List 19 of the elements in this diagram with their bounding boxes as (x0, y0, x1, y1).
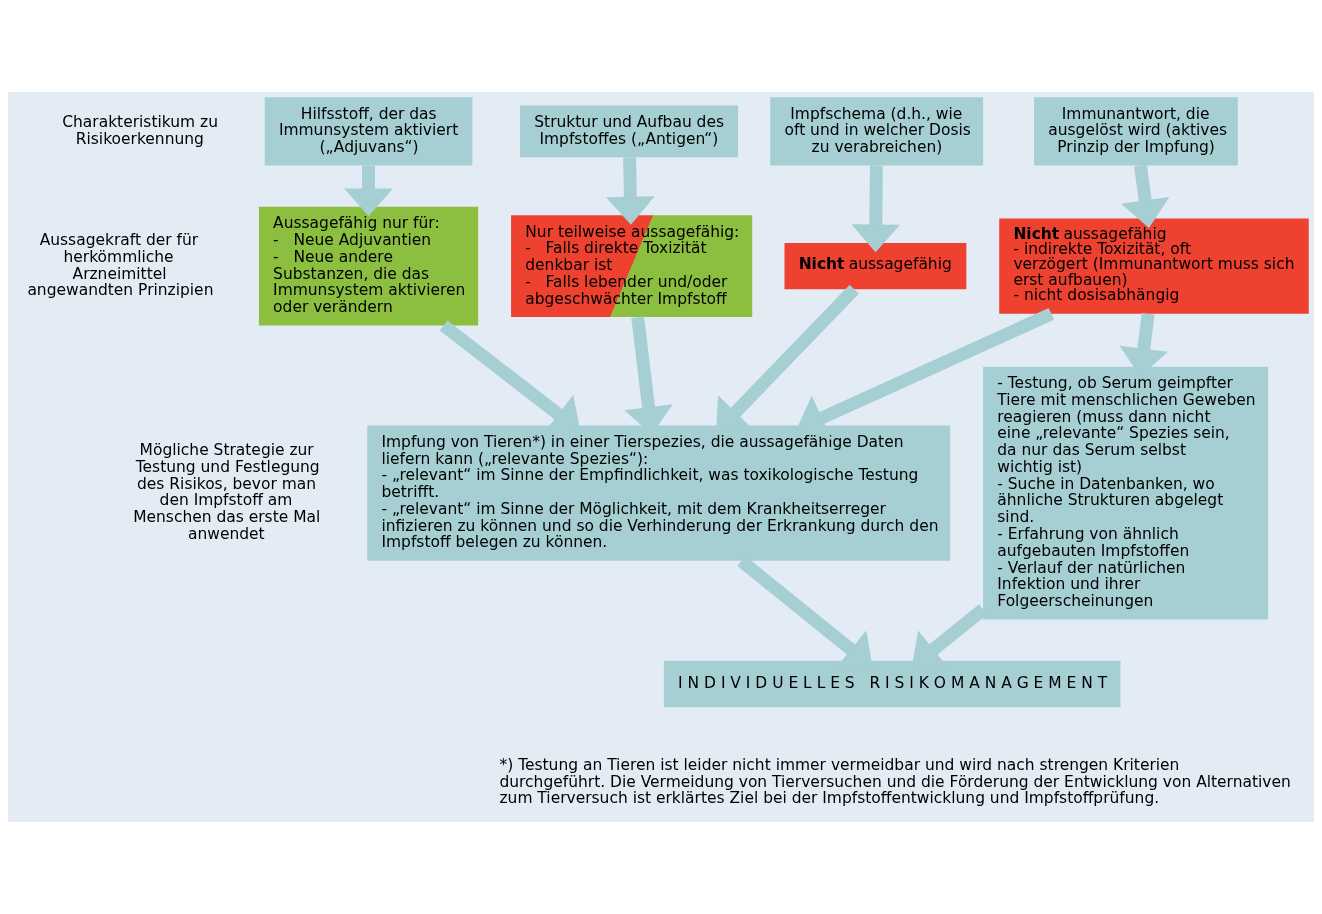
label: Charakteristikum zu Risikoerkennung (62, 112, 218, 148)
node-box: Struktur und Aufbau des Impfstoffes („Antigen“) (520, 105, 739, 158)
label: Mögliche Strategie zur Testung und Festlegung des Risikos, bevor man den Impfstoff am Menschen das erste Mal anwendet (133, 441, 321, 544)
arrow (796, 308, 1055, 441)
label: *) Testung an Tieren ist leider nicht immer vermeidbar und wird nach strengen Kriterien durchgeführt. Die Vermeidung von Tierversuchen und die Förderung der Entwicklung von Alternativen zum Tierversuch ist erklärtes Ziel bei der Impfstoffentwicklung und Impfstoffprüfung. (499, 755, 1291, 808)
node-box: Aussagefähig nur für: - Neue Adjuvantien - Neue andere Substanzen, die das Immunsystem aktivieren oder verändern (258, 206, 479, 326)
node-box: Immunantwort, die ausgelöst wird (aktives Prinzip der Impfung) (1034, 97, 1238, 166)
arrow (344, 165, 393, 217)
node-box: Nicht aussagefähig - indirekte Toxizität, oft verzögert (Immunantwort muss sich erst aufbauen) - nicht dosisabhängig (999, 218, 1309, 314)
node-box: Hilfsstoff, der das Immunsystem aktiviert („Adjuvans“) (264, 97, 473, 166)
node-box: - Testung, ob Serum geimpfter Tiere mit menschlichen Geweben reagieren (muss dann nicht eine „relevante“ Spezies sein, da nur das Serum selbst wichtig ist) - Suche in Datenbanken, wo ähnliche Strukturen abgelegt sind. - Erfahrung von ähnlich aufgebauten Impfstoffen - Verlauf der natürlichen Infektion und ihrer Folgeerscheinungen (983, 366, 1269, 620)
label: Aussagekraft der für herkömmliche Arzneimittel angewandten Prinzipien (27, 230, 214, 300)
node-box: Impfung von Tieren*) in einer Tierspezies, die aussagefähige Daten liefern kann („relevante Spezies“): - „relevant“ im Sinne der Empfindlichkeit, was toxikologische Testung betrifft. - „relevant“ im Sinne der Möglichkeit, mit dem Krankheitserreger infizieren zu können und so die Verhinderung der Erkrankung durch den Impfstoff belegen zu können. (367, 425, 951, 561)
node-box: I N D I V I D U E L L E S R I S I K O M A N A G E M E N T (663, 660, 1121, 708)
node-box: Impfschema (d.h., wie oft und in welcher Dosis zu verabreichen) (770, 97, 984, 166)
arrow (851, 165, 901, 253)
arrow (1121, 164, 1170, 228)
node-box: Nicht aussagefähig (784, 242, 967, 290)
arrow (606, 157, 655, 225)
